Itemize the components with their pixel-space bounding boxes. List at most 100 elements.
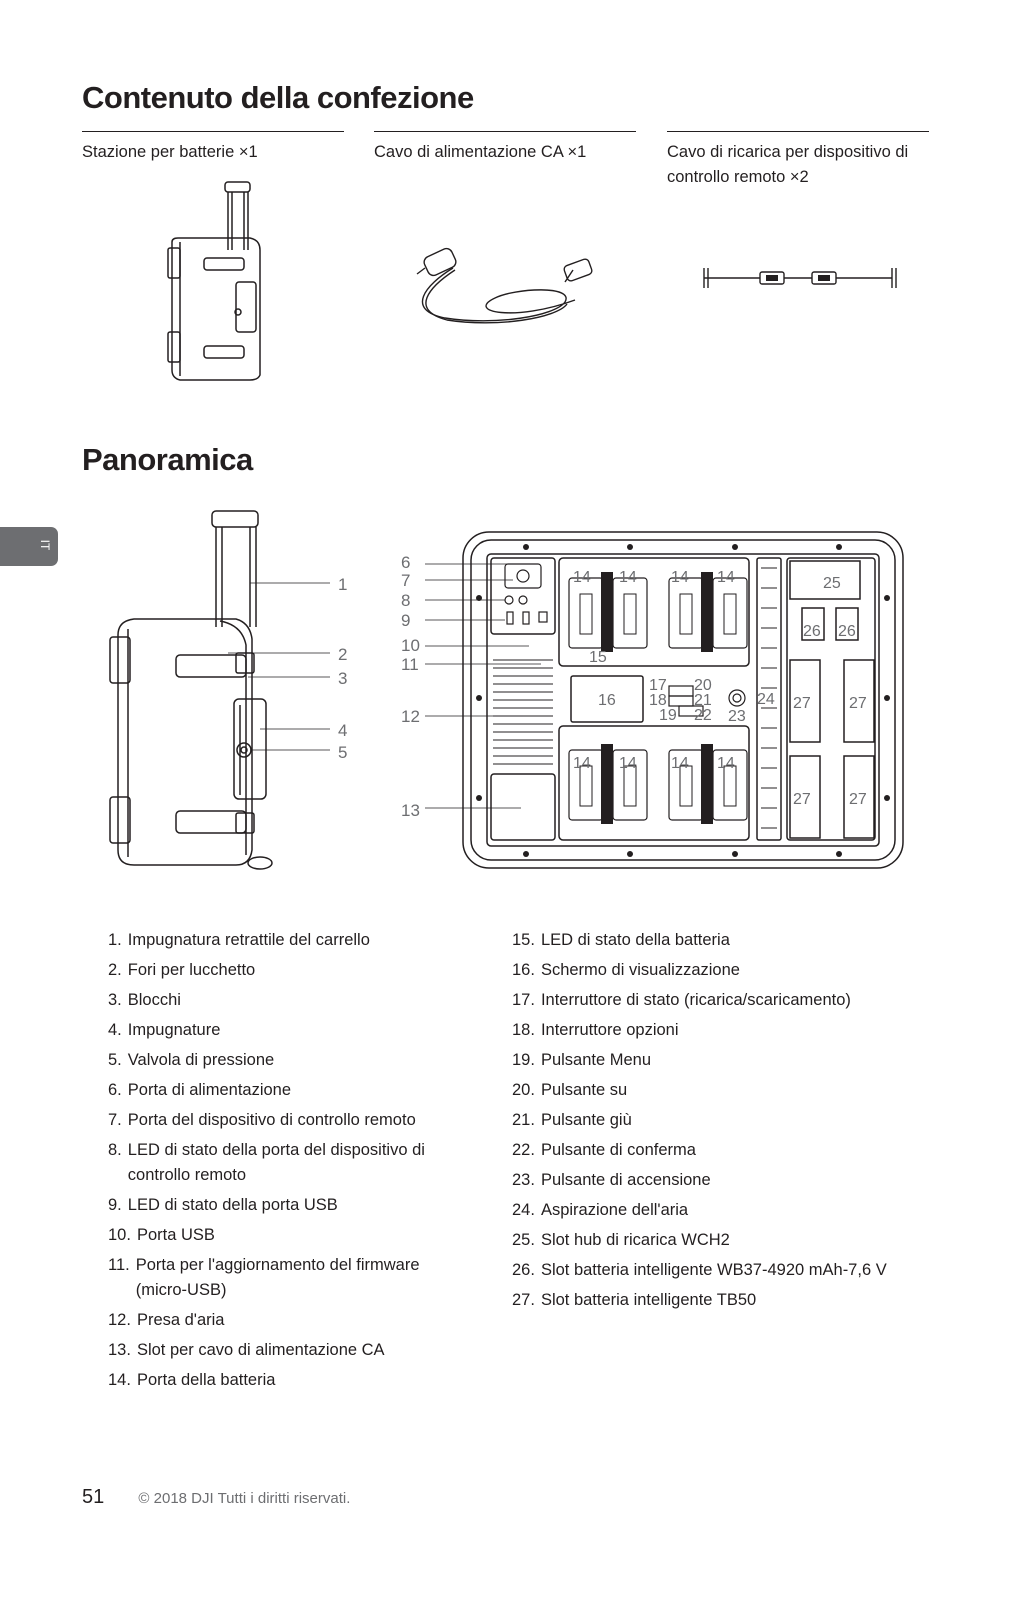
legend-item: 7.Porta del dispositivo di controllo rem… (108, 1108, 468, 1133)
callout-3: 3 (338, 669, 347, 688)
legend-item: 18.Interruttore opzioni (512, 1018, 932, 1043)
legend-item: 21.Pulsante giù (512, 1108, 932, 1133)
legend-item-text: Slot batteria intelligente TB50 (540, 1291, 757, 1309)
legend-item-text: Slot batteria intelligente WB37-4920 mAh… (540, 1261, 887, 1279)
label-27: 27 (793, 695, 811, 712)
label-19: 19 (659, 707, 677, 724)
callout-9: 9 (401, 611, 410, 630)
callout-2: 2 (338, 645, 347, 664)
language-tab: IT (0, 527, 58, 566)
legend-item: 1.Impugnatura retrattile del carrello (108, 928, 468, 953)
label-17: 17 (649, 677, 667, 694)
rc-cable-illustration (703, 268, 897, 288)
legend-item: 17. Interruttore di stato (ricarica/scari… (512, 988, 932, 1013)
legend-item-number: 14. (108, 1371, 131, 1389)
legend-list-right: 15. LED di stato della batteria 16.Schermo… (512, 928, 932, 1318)
legend-item-number: 15. (512, 931, 535, 949)
label-14: 14 (717, 569, 735, 586)
legend-item-number: 13. (108, 1341, 131, 1359)
callout-10: 10 (401, 636, 420, 655)
callout-12: 12 (401, 707, 420, 726)
legend-item-number: 23. (512, 1171, 535, 1189)
overview-title: Panoramica (82, 442, 253, 477)
legend-item-text: Slot per cavo di alimentazione CA (136, 1341, 385, 1359)
label-24: 24 (757, 691, 775, 708)
legend-item-text: Porta del dispositivo di controllo remot… (127, 1111, 416, 1129)
legend-item-text: Pulsante Menu (540, 1051, 652, 1069)
legend-item-text: Schermo di visualizzazione (540, 961, 740, 979)
legend-item-number: 17. (512, 991, 535, 1009)
legend-item-number: 12. (108, 1311, 131, 1329)
label-15: 15 (589, 649, 607, 666)
legend-item-number: 9. (108, 1196, 122, 1214)
label-14: 14 (717, 755, 735, 772)
legend-item: 4.Impugnature (108, 1018, 468, 1043)
legend-item-text: LED di stato della porta del dispositivo… (127, 1141, 425, 1184)
label-14: 14 (671, 569, 689, 586)
callout-7: 7 (401, 571, 410, 590)
legend-item: 14.Porta della batteria (108, 1368, 468, 1393)
legend-item: 23. Pulsante di accensione (512, 1168, 932, 1193)
legend-item: 10. Porta USB (108, 1223, 468, 1248)
station-panel-view: 6 7 8 9 10 11 12 13 14 14 14 14 14 14 14… (401, 531, 904, 869)
legend-item-number: 4. (108, 1021, 122, 1039)
callout-8: 8 (401, 591, 410, 610)
legend-item-text: Aspirazione dell'aria (540, 1201, 689, 1219)
divider (667, 131, 929, 132)
label-27: 27 (849, 791, 867, 808)
battery-station-illustration (167, 181, 261, 381)
legend-item-text: Interruttore di stato (ricarica/scaricam… (540, 991, 851, 1009)
callout-5: 5 (338, 743, 347, 762)
legend-item-text: Presa d'aria (136, 1311, 225, 1329)
legend-item-text: LED di stato della porta USB (127, 1196, 338, 1214)
callout-4: 4 (338, 721, 347, 740)
legend-item-number: 25. (512, 1231, 535, 1249)
legend-item-number: 20. (512, 1081, 535, 1099)
contents-title: Contenuto della confezione (82, 80, 474, 115)
legend-item-number: 6. (108, 1081, 122, 1099)
legend-item: 15. LED di stato della batteria (512, 928, 932, 953)
legend-item: 22.Pulsante di conferma (512, 1138, 932, 1163)
footer: 51 © 2018 DJI Tutti i diritti riservati. (82, 1486, 350, 1509)
label-14: 14 (619, 569, 637, 586)
legend-item: 13. Slot per cavo di alimentazione CA (108, 1338, 468, 1363)
label-26: 26 (838, 623, 856, 640)
label-27: 27 (793, 791, 811, 808)
legend-item: 24. Aspirazione dell'aria (512, 1198, 932, 1223)
callout-13: 13 (401, 801, 420, 820)
legend-item: 25.Slot hub di ricarica WCH2 (512, 1228, 932, 1253)
label-21: 21 (694, 692, 712, 709)
legend-item-text: Interruttore opzioni (540, 1021, 679, 1039)
legend-item-number: 19. (512, 1051, 535, 1069)
legend-item-number: 24. (512, 1201, 535, 1219)
label-23: 23 (728, 708, 746, 725)
item-caption-rc-cable: Cavo di ricarica per dispositivo di cont… (667, 143, 909, 186)
legend-item-number: 10. (108, 1226, 131, 1244)
divider (374, 131, 636, 132)
legend-item: 27.Slot batteria intelligente TB50 (512, 1288, 932, 1313)
legend-item: 3.Blocchi (108, 988, 468, 1013)
legend-item-text: Pulsante giù (540, 1111, 632, 1129)
legend-item: 16.Schermo di visualizzazione (512, 958, 932, 983)
label-27: 27 (849, 695, 867, 712)
callout-11: 11 (401, 655, 419, 674)
item-caption-station: Stazione per batterie ×1 (82, 143, 258, 161)
label-25: 25 (823, 575, 841, 592)
legend-item: 2.Fori per lucchetto (108, 958, 468, 983)
legend-item-text: Porta USB (136, 1226, 215, 1244)
legend-item-text: LED di stato della batteria (540, 931, 730, 949)
copyright: © 2018 DJI Tutti i diritti riservati. (138, 1490, 351, 1507)
legend-item-number: 8. (108, 1141, 122, 1159)
label-14: 14 (619, 755, 637, 772)
legend-item: 9. LED di stato della porta USB (108, 1193, 468, 1218)
legend-item: 19. Pulsante Menu (512, 1048, 932, 1073)
label-14: 14 (671, 755, 689, 772)
legend-item: 20.Pulsante su (512, 1078, 932, 1103)
label-14: 14 (573, 755, 591, 772)
legend-item-text: Impugnatura retrattile del carrello (127, 931, 370, 949)
label-26: 26 (803, 623, 821, 640)
legend-list-left: 1.Impugnatura retrattile del carrello 2.F… (108, 928, 468, 1398)
legend-item-text: Porta di alimentazione (127, 1081, 292, 1099)
legend-item-text: Pulsante di accensione (540, 1171, 711, 1189)
legend-item-text: Pulsante di conferma (540, 1141, 696, 1159)
